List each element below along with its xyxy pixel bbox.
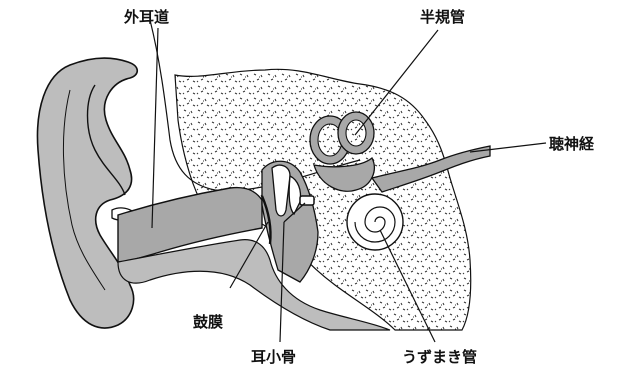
stapes xyxy=(300,196,314,205)
label-auditory-nerve: 聴神経 xyxy=(549,135,595,153)
label-ossicles: 耳小骨 xyxy=(251,348,296,366)
leader-outer-ear-canal xyxy=(152,28,158,228)
label-outer-ear-canal: 外耳道 xyxy=(123,8,169,26)
label-semicircular-canals: 半規管 xyxy=(420,8,465,26)
auricle xyxy=(37,58,137,328)
label-eardrum: 鼓膜 xyxy=(193,313,223,331)
label-cochlea: うずまき管 xyxy=(402,348,477,366)
